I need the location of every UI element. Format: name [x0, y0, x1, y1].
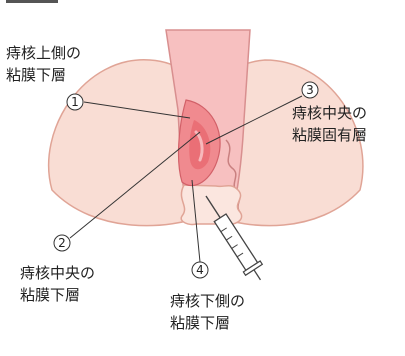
label-center-lamina-line1: 痔核中央の — [292, 104, 367, 122]
marker-1: 1 — [71, 95, 79, 109]
label-lower-submucosa-line2: 粘膜下層 — [170, 314, 230, 332]
label-upper-submucosa-line2: 粘膜下層 — [6, 66, 66, 84]
cropped-heading-fragment — [6, 0, 58, 3]
label-lower-submucosa-line1: 痔核下側の — [170, 292, 245, 310]
label-upper-submucosa-line1: 痔核上側の — [6, 44, 81, 62]
marker-2: 2 — [58, 236, 66, 250]
marker-3: 3 — [306, 83, 314, 97]
label-center-submucosa-line2: 粘膜下層 — [20, 286, 80, 304]
marker-4: 4 — [196, 263, 204, 277]
label-center-lamina-line2: 粘膜固有層 — [292, 126, 367, 144]
label-center-submucosa-line1: 痔核中央の — [20, 264, 95, 282]
syringe-plunger — [254, 270, 261, 280]
